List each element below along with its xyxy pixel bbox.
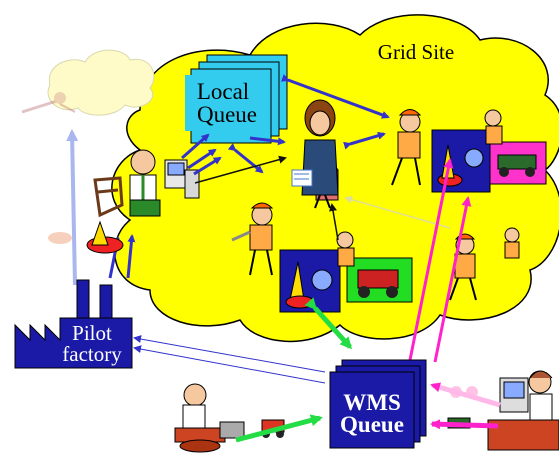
wms-to-factory-arrow <box>133 335 326 373</box>
sysadmin-to-admin-arrow <box>194 155 287 184</box>
sysadmin-at-computer-icon <box>93 149 200 218</box>
wms-queue-line1: WMS <box>343 390 401 415</box>
worker-icon <box>391 109 422 186</box>
worker-icon <box>231 202 274 276</box>
local-queue-line1: Local <box>197 79 249 104</box>
pilot-vehicle-icon <box>48 220 124 254</box>
desk-user-to-wms-arrow <box>430 419 499 430</box>
pilot-factory-line1: Pilot <box>72 321 112 345</box>
pale-arrow <box>344 195 451 229</box>
wms-to-job-arrow <box>408 158 454 361</box>
wms-center-job-arrow <box>304 297 353 350</box>
job-box-right <box>431 129 547 193</box>
factory-to-site-arrow <box>126 234 136 279</box>
local-queue <box>185 54 288 144</box>
grid-site-label: Grid Site <box>378 40 454 64</box>
wms-to-job-arrow <box>433 196 472 363</box>
factory-icon <box>14 279 133 369</box>
user-at-desk-icon <box>447 370 559 451</box>
local-queue-arrows <box>181 74 390 176</box>
wms-queue-line2: Queue <box>340 412 404 437</box>
small-cloud-icon <box>21 49 155 116</box>
worker-to-admin-arrow <box>329 203 339 241</box>
worker-icon <box>336 231 355 267</box>
user-at-laptop-icon <box>174 383 245 453</box>
worker-icon <box>484 109 503 145</box>
local-queue-line2: Queue <box>197 102 257 127</box>
wms-to-factory-arrow <box>133 345 326 384</box>
pilot-factory-line2: factory <box>62 342 122 366</box>
factory-to-cloud-arrow <box>66 129 79 286</box>
desk-user-to-wms-arrow <box>430 382 501 408</box>
user-to-wms-arrow <box>235 414 323 443</box>
wms-queue <box>329 359 427 449</box>
